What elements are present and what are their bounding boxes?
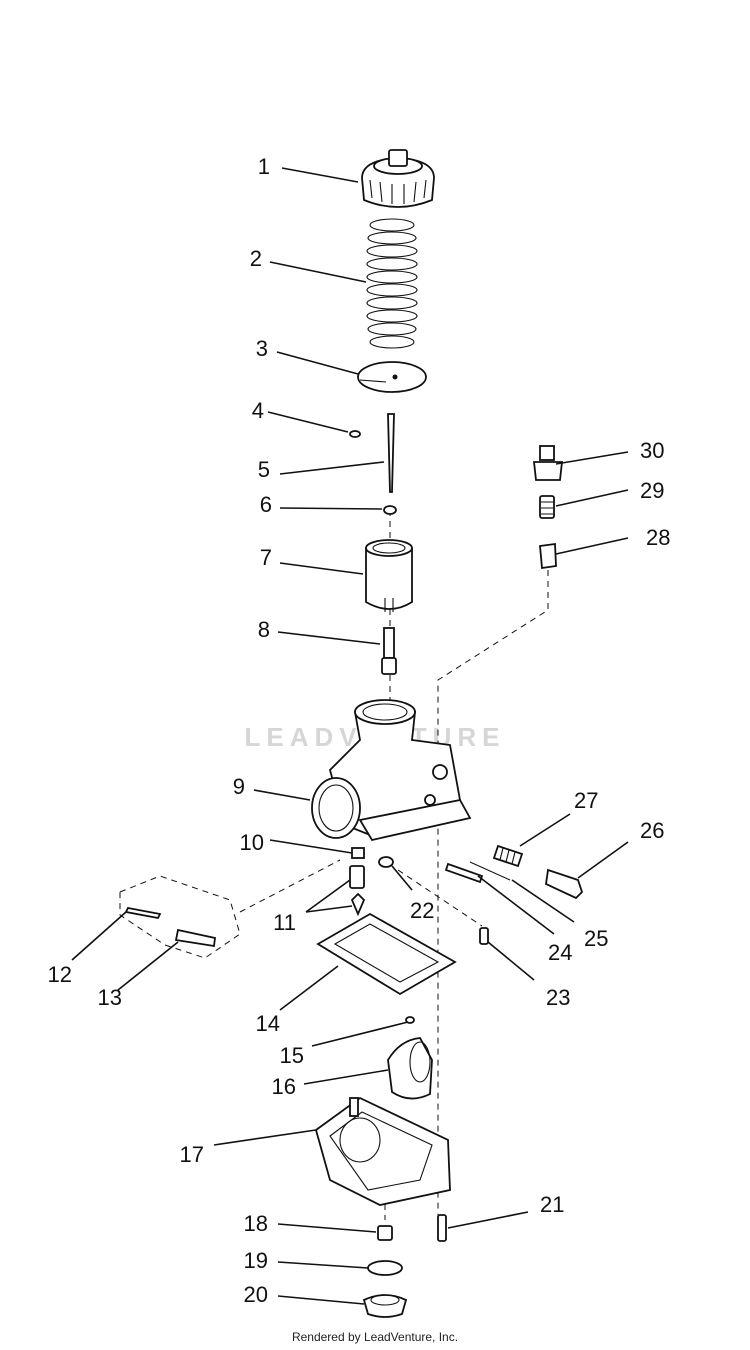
callout-25: 25: [584, 926, 608, 951]
callout-16: 16: [272, 1074, 296, 1099]
callout-12: 12: [48, 962, 72, 987]
pilot-air-screw: [444, 862, 484, 884]
callout-22: 22: [410, 898, 434, 923]
callout-6: 6: [260, 492, 272, 517]
starter-spring: [539, 495, 555, 519]
callout-20: 20: [244, 1282, 268, 1307]
drain-plug-o-ring: [367, 1260, 403, 1276]
callout-17: 17: [180, 1142, 204, 1167]
callout-26: 26: [640, 818, 664, 843]
retainer-plate: [357, 361, 427, 393]
pilot-jet: [351, 847, 365, 859]
float-arm-assembly: [119, 859, 341, 959]
leader-lines: [71, 167, 629, 1305]
carb-cap: [361, 149, 435, 208]
drain-screw: [437, 1214, 447, 1242]
callout-19: 19: [244, 1248, 268, 1273]
air-screw-fitting: [397, 869, 489, 945]
pilot-screw-spring: [469, 861, 511, 881]
needle-clip: [349, 430, 361, 438]
callout-27: 27: [574, 788, 598, 813]
callout-3: 3: [256, 336, 268, 361]
drain-plug: [362, 1294, 408, 1318]
callout-labels: 1 2 3 4 5 6 7 8 9 10 11 12 13 14 15 16 1…: [48, 154, 671, 1307]
main-jet: [377, 1225, 393, 1241]
callout-21: 21: [540, 1192, 564, 1217]
callout-29: 29: [640, 478, 664, 503]
callout-23: 23: [546, 985, 570, 1010]
callout-10: 10: [240, 830, 264, 855]
pilot-axis: [437, 570, 549, 1230]
float-pin-ring: [405, 1016, 415, 1024]
float-bowl-gasket: [316, 912, 457, 996]
callout-11: 11: [273, 910, 296, 935]
callout-4: 4: [252, 398, 264, 423]
float-needle-valve: [349, 865, 366, 917]
idle-screw-spring: [492, 844, 524, 868]
throttle-spring: [366, 218, 418, 349]
callout-24: 24: [548, 940, 572, 965]
jet-needle: [387, 413, 395, 493]
callout-14: 14: [256, 1011, 280, 1036]
callout-28: 28: [646, 525, 670, 550]
callout-8: 8: [258, 617, 270, 642]
callout-1: 1: [258, 154, 270, 179]
pilot-screw-washer: [378, 856, 394, 868]
footer-credit: Rendered by LeadVenture, Inc.: [291, 1330, 459, 1344]
starter-plunger: [539, 542, 557, 570]
needle-jet: [381, 627, 397, 675]
float-bowl: [314, 1096, 451, 1206]
idle-adjust-screw: [545, 868, 584, 900]
callout-7: 7: [260, 545, 272, 570]
callout-2: 2: [250, 246, 262, 271]
callout-13: 13: [98, 985, 122, 1010]
callout-30: 30: [640, 438, 664, 463]
carb-body: [311, 699, 472, 842]
callout-18: 18: [244, 1211, 268, 1236]
callout-5: 5: [258, 457, 270, 482]
callout-15: 15: [280, 1043, 304, 1068]
throttle-valve: [365, 539, 413, 612]
callout-9: 9: [233, 774, 245, 799]
float: [387, 1037, 433, 1100]
starter-nut: [532, 445, 564, 481]
needle-washer: [383, 505, 397, 515]
